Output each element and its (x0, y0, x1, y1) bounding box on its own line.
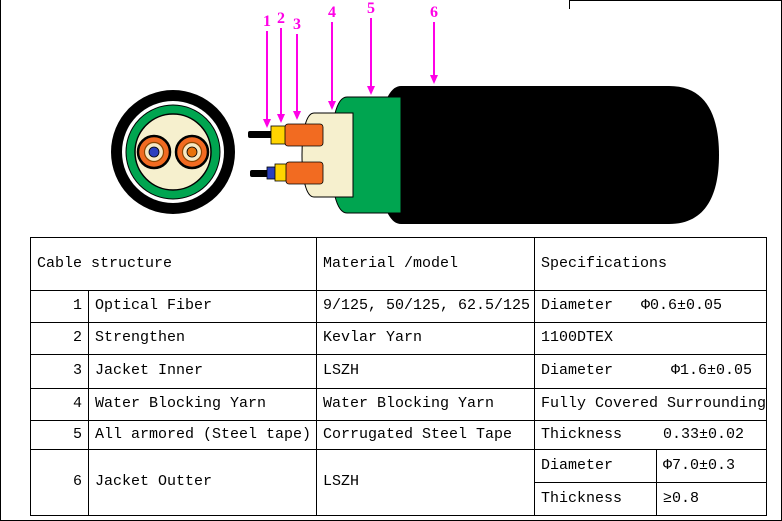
table-row-6: 6 Jacket Outter LSZH Diameter Φ7.0±0.3 (30, 449, 767, 516)
fiber-tip-lower (250, 170, 272, 177)
inner-jacket-upper (284, 123, 324, 147)
row4-structure: Water Blocking Yarn (88, 388, 317, 421)
sub-cable-lower (250, 161, 324, 185)
callout-arrowhead-5 (367, 86, 375, 95)
row5-structure: All armored (Steel tape) (88, 420, 317, 450)
row3-spec-label: Diameter (541, 362, 614, 380)
row5-spec: Thickness 0.33±0.02 (534, 420, 767, 450)
row6-spec2-label: Thickness (534, 482, 657, 516)
row6-spec1-value: Φ7.0±0.3 (656, 449, 767, 483)
table-row-4: 4 Water Blocking Yarn Water Blocking Yar… (30, 388, 767, 421)
row1-spec-label: Diameter (541, 297, 614, 315)
callout-label-3: 3 (293, 16, 301, 33)
row1-material: 9/125, 50/125, 62.5/125 (316, 290, 535, 323)
callout-arrowhead-2 (277, 114, 285, 123)
cable-diagram: 1 2 3 4 5 6 (111, 0, 719, 224)
row5-spec-label: Thickness (541, 425, 623, 443)
row6-material: LSZH (316, 449, 535, 516)
row4-spec: Fully Covered Surrounding (534, 388, 767, 421)
row6-number: 6 (30, 449, 89, 516)
cable-cross-section (111, 90, 235, 214)
callout-arrowhead-6 (430, 75, 438, 84)
table-row-6b: Thickness ≥0.8 (31, 482, 767, 516)
row1-number: 1 (30, 290, 89, 323)
callout-label-5: 5 (367, 0, 375, 17)
callout-arrowhead-1 (263, 119, 271, 128)
row3-number: 3 (30, 354, 89, 389)
row3-material: LSZH (316, 354, 535, 389)
callout-arrowhead-4 (328, 101, 336, 110)
strength-yarn-lower (274, 163, 288, 182)
cross-fiber-left (136, 134, 172, 170)
table-row-3: 3 Jacket Inner LSZH Diameter Φ1.6±0.05 (30, 354, 767, 389)
row5-number: 5 (30, 420, 89, 450)
row6-spec2-value: ≥0.8 (656, 482, 767, 516)
callout-arrowhead-3 (293, 111, 301, 120)
fiber-right-core (186, 146, 198, 158)
callout-label-1: 1 (263, 13, 271, 30)
row5-spec-value: 0.33±0.02 (662, 425, 744, 443)
header-specifications: Specifications (534, 237, 767, 291)
row6-spec1-label: Diameter (534, 449, 657, 483)
row1-spec: Diameter Φ0.6±0.05 (534, 290, 767, 323)
header-cable-structure: Cable structure (30, 237, 317, 291)
row2-number: 2 (30, 322, 89, 355)
header-material-model: Material /model (316, 237, 535, 291)
callouts: 1 2 3 4 5 6 (263, 0, 438, 128)
row2-material: Kevlar Yarn (316, 322, 535, 355)
row1-structure: Optical Fiber (88, 290, 317, 323)
row3-spec: Diameter Φ1.6±0.05 (534, 354, 767, 389)
row3-structure: Jacket Inner (88, 354, 317, 389)
row1-spec-value: Φ0.6±0.05 (641, 297, 723, 315)
cable-cutaway (248, 86, 719, 224)
sub-cable-upper (248, 123, 324, 147)
callout-label-2: 2 (277, 10, 285, 27)
page-edge-artifact (569, 0, 781, 9)
row5-material: Corrugated Steel Tape (316, 420, 535, 450)
table-row-5: 5 All armored (Steel tape) Corrugated St… (30, 420, 767, 450)
jacket-outer-shape (378, 86, 719, 224)
row2-structure: Strengthen (88, 322, 317, 355)
inner-jacket-lower (285, 161, 324, 185)
row2-spec: 1100DTEX (534, 322, 767, 355)
row3-spec-value: Φ1.6±0.05 (670, 362, 752, 380)
table-row-1: 1 Optical Fiber 9/125, 50/125, 62.5/125 … (30, 290, 767, 323)
callout-label-6: 6 (430, 4, 438, 21)
row4-material: Water Blocking Yarn (316, 388, 535, 421)
fiber-left-core (148, 146, 160, 158)
fiber-tip-upper (248, 131, 276, 138)
table-row-2: 2 Strengthen Kevlar Yarn 1100DTEX (30, 322, 767, 355)
cross-fiber-right (174, 134, 210, 170)
row6-structure: Jacket Outter (88, 449, 317, 516)
strength-yarn-upper (270, 125, 287, 145)
table-header-row: Cable structure Material /model Specific… (30, 237, 767, 291)
spec-table: Cable structure Material /model Specific… (30, 237, 767, 516)
row4-number: 4 (30, 388, 89, 421)
callout-label-4: 4 (328, 4, 336, 21)
cross-water-blocking (134, 113, 212, 191)
